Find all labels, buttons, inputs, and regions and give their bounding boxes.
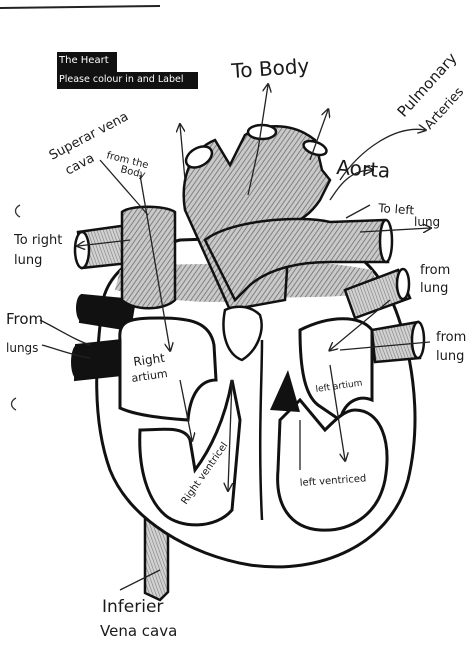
label-from-lung-1: from <box>420 263 450 278</box>
label-inferior-vena-cava-1: Inferier <box>102 597 163 617</box>
to-left-lung-line <box>346 205 370 218</box>
label-to-right-lung-2: lung <box>14 253 42 268</box>
label-to-body: To Body <box>230 54 311 83</box>
label-from-lungs-2: lungs <box>6 341 38 355</box>
label-to-left-lung-2: lung <box>414 215 440 229</box>
pulmonary-trunk-opening <box>380 220 392 262</box>
right-pulmonary-vein-lower-opening <box>71 345 83 379</box>
label-to-left-lung-1: To left <box>377 201 415 218</box>
margin-mark-1 <box>16 205 21 217</box>
right-pulmonary-vein-upper-opening <box>76 294 88 322</box>
label-inferior-vena-cava-2: Vena cava <box>100 622 177 640</box>
label-to-right-lung-1: To right <box>13 233 62 248</box>
upward-arrow-left <box>180 125 185 180</box>
left-pulmonary-vein-upper-opening <box>397 269 409 299</box>
scan-edge <box>0 6 160 8</box>
left-pulmonary-vein-lower-opening <box>412 322 424 358</box>
from-lungs-leader-upper <box>40 320 90 345</box>
label-from-lung-b-1: from <box>436 330 466 345</box>
right-pulmonary-artery-opening <box>75 232 89 268</box>
label-aorta: Aorta <box>336 155 391 183</box>
label-from-lung-2: lung <box>420 281 448 296</box>
label-from-lungs-1: From <box>6 310 43 328</box>
label-from-lung-b-2: lung <box>436 349 464 364</box>
margin-mark-2 <box>12 398 17 410</box>
